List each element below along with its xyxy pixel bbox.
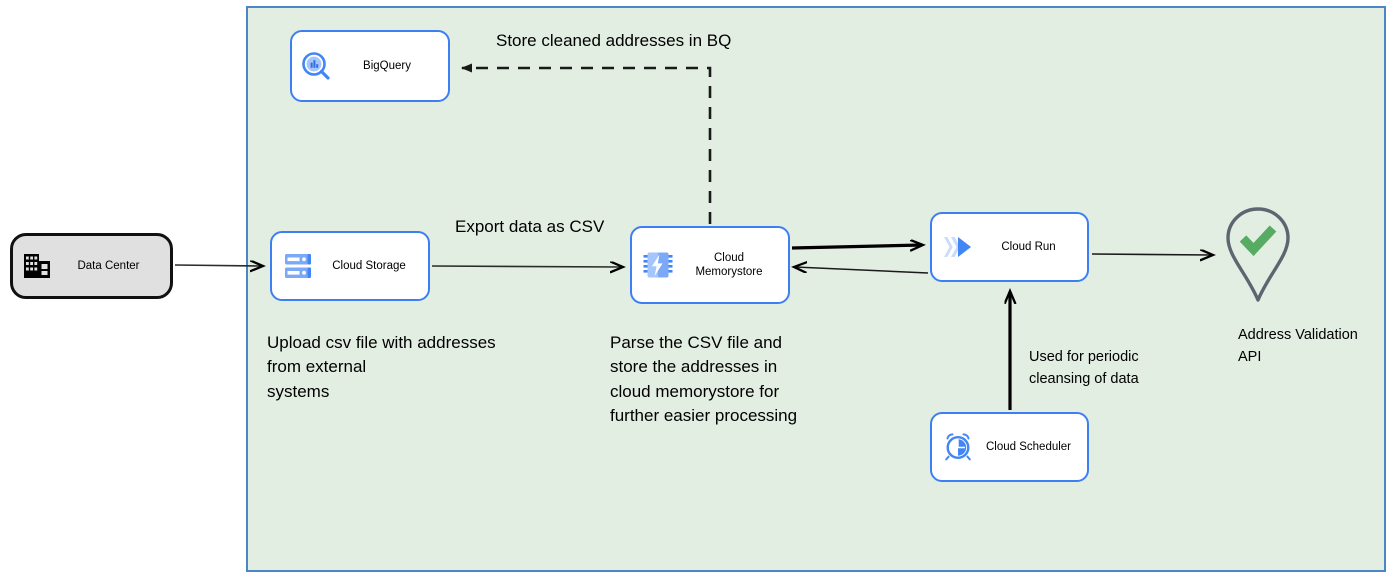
edge-label-export-data-as-csv: Export data as CSV [455, 217, 605, 236]
memorystore-chip-icon [632, 250, 684, 280]
node-data-center-label: Data Center [77, 259, 140, 272]
node-cloud-storage[interactable]: Cloud Storage [270, 231, 430, 301]
node-cloud-memorystore-label: Cloud Memorystore [695, 251, 763, 278]
node-cloud-run-label: Cloud Run [1001, 240, 1056, 253]
map-pin-check-icon [1226, 207, 1290, 302]
bigquery-icon [292, 51, 340, 81]
node-data-center[interactable]: Data Center [10, 233, 173, 299]
address-validation-api-label: Address Validation API [1238, 327, 1358, 365]
node-cloud-scheduler-label: Cloud Scheduler [985, 440, 1072, 453]
node-cloud-storage-label: Cloud Storage [332, 259, 406, 272]
annotation-parse-csv: Parse the CSV file and store the address… [610, 333, 798, 425]
cloud-storage-icon [272, 252, 324, 280]
office-building-icon [13, 253, 61, 279]
cloud-run-icon [932, 233, 984, 261]
node-address-validation-api[interactable] [1222, 206, 1294, 304]
node-bigquery[interactable]: BigQuery [290, 30, 450, 102]
node-bigquery-label: BigQuery [363, 59, 411, 72]
edge-label-store-cleaned-addresses: Store cleaned addresses in BQ [496, 31, 732, 50]
annotation-scheduler-purpose: Used for periodic cleansing of data [1029, 349, 1139, 387]
annotation-upload-csv: Upload csv file with addresses from exte… [267, 333, 496, 401]
node-cloud-run[interactable]: Cloud Run [930, 212, 1089, 282]
node-cloud-scheduler[interactable]: Cloud Scheduler [930, 412, 1089, 482]
node-cloud-memorystore[interactable]: Cloud Memorystore [630, 226, 790, 304]
alarm-clock-icon [932, 432, 984, 462]
